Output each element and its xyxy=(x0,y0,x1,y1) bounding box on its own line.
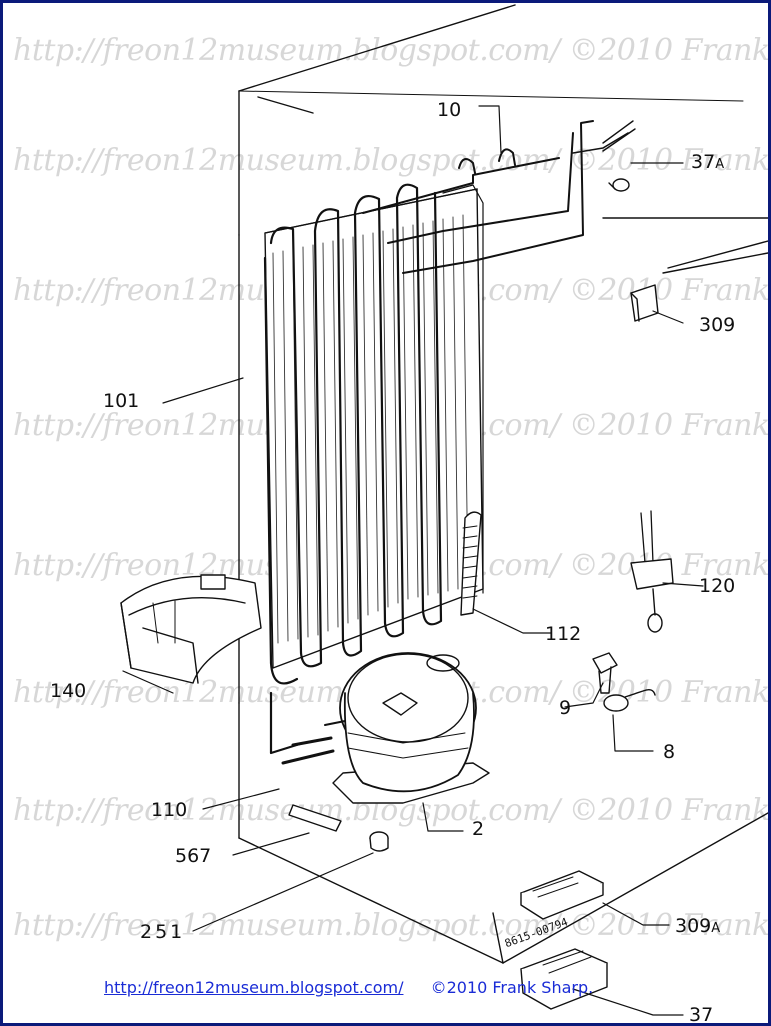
condenser-coil xyxy=(263,120,594,755)
part-309-clip xyxy=(630,284,659,322)
watermark: http://freon12museum.blogspot.com/ ©2010… xyxy=(13,33,770,68)
leader-lines xyxy=(122,105,704,1016)
label-part-37a: 37A xyxy=(691,151,724,173)
part-2-compressor xyxy=(332,652,490,804)
footer-credit: http://freon12museum.blogspot.com/ ©2010… xyxy=(104,978,593,997)
part-37-starter xyxy=(520,948,608,1010)
part-8-overload xyxy=(603,688,656,712)
label-part-567: 567 xyxy=(175,845,212,867)
label-part-101: 101 xyxy=(103,390,140,412)
part-567-strap xyxy=(288,804,342,832)
part-110-pipes xyxy=(281,720,346,765)
footer-copyright: ©2010 Frank Sharp. xyxy=(430,978,594,997)
part-9-relay xyxy=(592,652,618,694)
part-251-grommet xyxy=(369,831,389,852)
label-part-309a: 309A xyxy=(675,915,720,937)
capillary-tube xyxy=(572,120,636,154)
watermark: http://freon12museum.blogspot.com/ ©2010… xyxy=(13,908,770,943)
label-part-120: 120 xyxy=(699,575,736,597)
part-309a-terminal xyxy=(520,870,604,920)
part-37a-connector xyxy=(608,178,630,192)
part-112-hose xyxy=(460,511,482,616)
label-part-10: 10 xyxy=(437,99,462,121)
label-part-251: 251 xyxy=(140,921,186,943)
label-part-140: 140 xyxy=(50,680,87,702)
label-part-37a-number: 37 xyxy=(691,151,716,173)
label-part-309a-suffix: A xyxy=(711,921,721,936)
label-part-8: 8 xyxy=(663,741,676,763)
label-part-37: 37 xyxy=(689,1004,714,1026)
label-part-37a-suffix: A xyxy=(715,157,725,172)
label-part-112: 112 xyxy=(545,623,582,645)
watermark: http://freon12museum.blogspot.com/ ©2010… xyxy=(13,143,770,178)
label-part-2: 2 xyxy=(472,818,485,840)
label-part-110: 110 xyxy=(151,799,188,821)
part-120-thermostat xyxy=(630,510,674,633)
label-part-9: 9 xyxy=(559,697,572,719)
part-140-drip-tray xyxy=(120,574,262,684)
footer-blog-link[interactable]: http://freon12museum.blogspot.com/ xyxy=(104,978,404,997)
exploded-parts-drawing xyxy=(120,4,768,1016)
label-part-309: 309 xyxy=(699,314,736,336)
label-part-309a-number: 309 xyxy=(675,915,712,937)
